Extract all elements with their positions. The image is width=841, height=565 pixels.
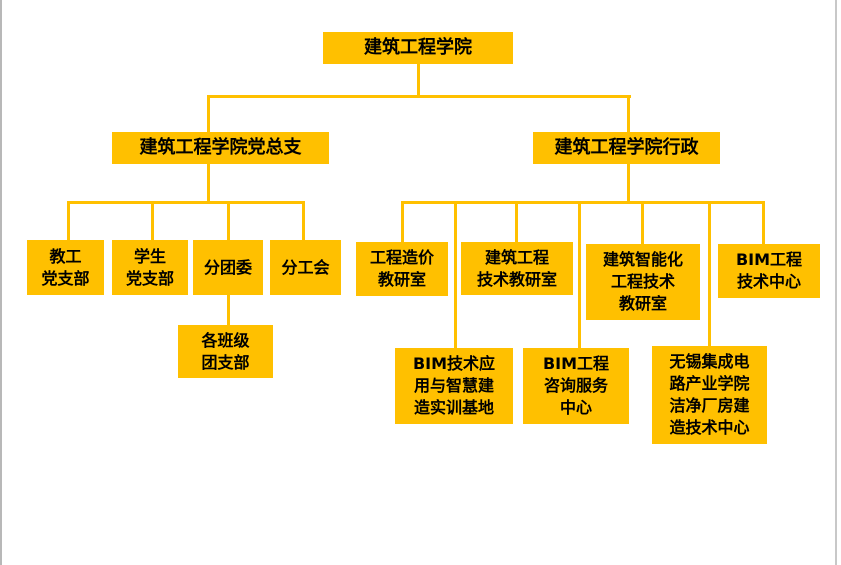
connector [302,201,305,240]
admin-unit-node: BIM技术应 用与智慧建 造实训基地 [395,348,513,424]
connector [207,95,210,132]
party-unit-node: 教工 党支部 [27,240,104,295]
party-unit-node: 学生 党支部 [112,240,188,295]
admin-node: 建筑工程学院行政 [533,132,720,164]
connector [515,201,518,242]
connector [578,201,581,348]
connector [641,201,644,244]
connector [627,164,630,202]
connector [401,201,765,204]
right-border [835,0,837,565]
party-unit-node: 分工会 [270,240,341,295]
admin-unit-node: BIM工程 咨询服务 中心 [523,348,629,424]
connector [627,95,630,132]
connector [227,201,230,240]
admin-unit-node: 工程造价 教研室 [356,242,448,296]
connector [67,201,305,204]
root-node: 建筑工程学院 [323,32,513,64]
admin-unit-node: 建筑工程 技术教研室 [461,242,573,295]
admin-unit-node: 无锡集成电 路产业学院 洁净厂房建 造技术中心 [652,346,767,444]
party-branch-node: 建筑工程学院党总支 [112,132,329,164]
connector [762,201,765,244]
connector [207,164,210,202]
connector [67,201,70,240]
connector [401,201,404,242]
connector [708,201,711,346]
connector [151,201,154,240]
class-league-node: 各班级 团支部 [178,325,273,378]
connector [454,201,457,348]
connector [227,295,230,325]
connector [417,64,420,97]
left-border [0,0,2,565]
admin-unit-node: BIM工程 技术中心 [718,244,820,298]
admin-unit-node: 建筑智能化 工程技术 教研室 [586,244,700,320]
party-unit-node: 分团委 [193,240,263,295]
connector [207,95,631,98]
